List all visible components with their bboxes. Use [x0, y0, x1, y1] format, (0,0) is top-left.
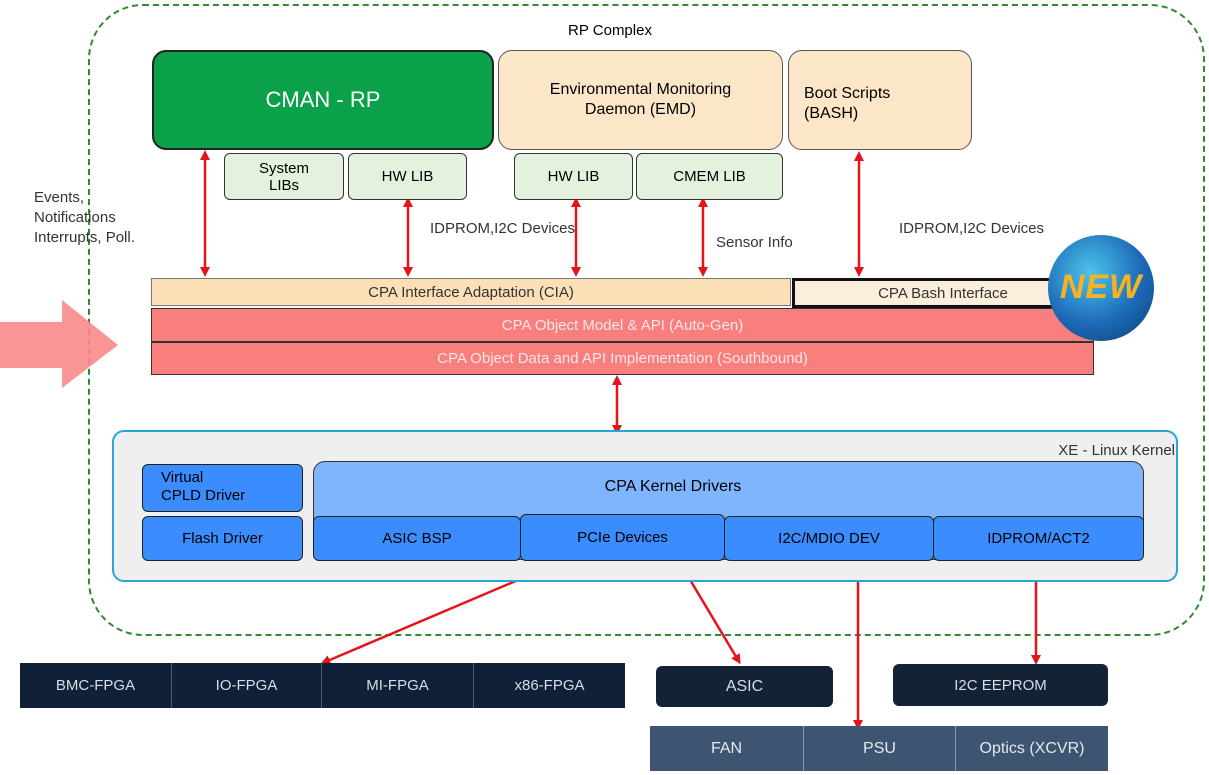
events-line3: Interrupts, Poll.: [34, 229, 135, 246]
cmem-lib-box: CMEM LIB: [636, 153, 783, 200]
idprom-note-right: IDPROM,I2C Devices: [899, 220, 1045, 237]
cpa-interface-adaptation: CPA Interface Adaptation (CIA): [151, 278, 791, 306]
boot-line2: (BASH): [804, 105, 859, 122]
fpga-x86: x86-FPGA: [474, 663, 625, 708]
linux-kernel-label: XE - Linux Kernel: [1058, 442, 1175, 459]
fpga-bmc: BMC-FPGA: [20, 663, 172, 708]
cpa-object-model: CPA Object Model & API (Auto-Gen): [151, 308, 1094, 342]
system-libs-line1: System: [258, 159, 309, 177]
new-badge-text: NEW: [1059, 268, 1143, 306]
events-line1: Events,: [34, 189, 85, 206]
boot-scripts-box: Boot Scripts (BASH): [788, 50, 972, 150]
virtual-cpld-driver: Virtual CPLD Driver: [142, 464, 303, 512]
fan-box: FAN: [650, 726, 804, 771]
asic-box: ASIC: [656, 666, 833, 707]
hw-lib-box-1: HW LIB: [348, 153, 467, 200]
cpa-kernel-drivers-label: CPA Kernel Drivers: [604, 478, 742, 495]
driver-idprom-act2: IDPROM/ACT2: [933, 516, 1144, 561]
i2c-eeprom-box: I2C EEPROM: [893, 664, 1108, 706]
fpga-io: IO-FPGA: [172, 663, 322, 708]
virtual-cpld-line2: CPLD Driver: [161, 487, 246, 504]
flash-driver: Flash Driver: [142, 516, 303, 561]
cpa-object-data: CPA Object Data and API Implementation (…: [151, 342, 1094, 375]
idprom-note-left: IDPROM,I2C Devices: [430, 220, 576, 237]
cpa-bash-interface: CPA Bash Interface: [792, 278, 1094, 308]
driver-i2c-mdio: I2C/MDIO DEV: [724, 516, 934, 561]
hw-lib-box-2: HW LIB: [514, 153, 633, 200]
cman-rp-box: CMAN - RP: [152, 50, 494, 150]
psu-box: PSU: [804, 726, 956, 771]
driver-asic-bsp: ASIC BSP: [313, 516, 521, 561]
events-note: Events, Notifications Interrupts, Poll.: [34, 188, 174, 248]
rp-complex-boundary: [88, 4, 1205, 636]
system-libs-line2: LIBs: [268, 176, 299, 194]
emd-box: Environmental Monitoring Daemon (EMD): [498, 50, 783, 150]
emd-line1: Environmental Monitoring: [549, 81, 732, 98]
events-line2: Notifications: [34, 209, 116, 226]
driver-pcie-devices: PCIe Devices: [520, 514, 725, 561]
input-arrow: [0, 300, 118, 388]
fpga-mi: MI-FPGA: [322, 663, 474, 708]
optics-box: Optics (XCVR): [956, 726, 1108, 771]
new-badge-icon: [1048, 235, 1154, 341]
emd-line2: Daemon (EMD): [584, 101, 697, 118]
boot-line1: Boot Scripts: [804, 85, 891, 102]
rp-complex-title: RP Complex: [568, 21, 652, 39]
sensor-info-note: Sensor Info: [716, 234, 793, 251]
virtual-cpld-line1: Virtual: [161, 469, 204, 486]
system-libs-box: System LIBs: [224, 153, 344, 200]
